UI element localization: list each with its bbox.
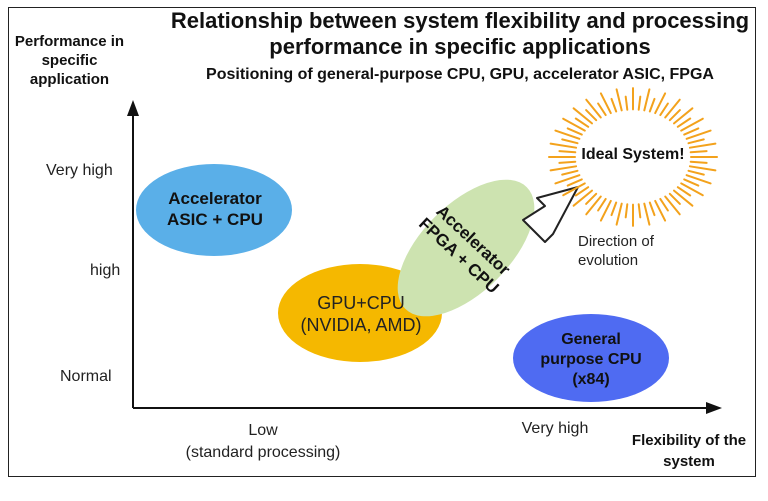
burst-ray: [685, 129, 712, 140]
burst-ray: [599, 199, 612, 222]
label-cpu: General purpose CPU (x84): [540, 331, 642, 388]
label-gpu: GPU+CPU (NVIDIA, AMD): [300, 293, 422, 335]
burst-ray: [654, 199, 667, 222]
burst-ray: [659, 102, 669, 117]
burst-ray: [574, 186, 590, 197]
burst-ray: [648, 97, 656, 113]
burst-ray: [687, 169, 705, 176]
burst-ray: [676, 117, 692, 128]
burst-ray: [599, 92, 612, 115]
burst-ray: [562, 117, 586, 132]
x-axis-label: Flexibility of the system: [631, 432, 747, 470]
burst-ray: [597, 102, 607, 117]
burst-ray: [558, 150, 577, 154]
ellipse-cpu: [513, 314, 669, 402]
y-axis-label: Performance in specific application: [14, 33, 125, 88]
burst-ray: [610, 97, 618, 113]
burst-ray: [687, 138, 705, 145]
burst-ray: [585, 195, 602, 216]
burst-ray: [664, 98, 681, 119]
burst-ray: [683, 127, 700, 136]
burst-ray: [574, 117, 590, 128]
x-axis-arrowhead: [706, 402, 722, 414]
burst-ray: [673, 107, 694, 125]
burst-ray: [664, 195, 681, 216]
burst-ray: [668, 192, 681, 205]
ideal-system-label: Ideal System!: [581, 146, 685, 163]
burst-ray: [689, 160, 708, 164]
burst-ray: [561, 138, 579, 145]
y-tick-very-high: Very high: [46, 162, 113, 179]
burst-ray: [585, 109, 598, 122]
burst-ray: [648, 201, 656, 217]
ellipse-fpga: [397, 179, 535, 317]
ellipse-asic: [136, 164, 292, 256]
burst-ray: [572, 189, 593, 207]
diagram-subtitle: Positioning of general-purpose CPU, GPU,…: [206, 66, 714, 83]
label-asic: Accelerator ASIC + CPU: [167, 189, 263, 229]
y-tick-normal: Normal: [60, 368, 112, 385]
burst-ray: [683, 178, 700, 187]
x-tick-low: Low (standard processing): [185, 422, 341, 461]
burst-ray: [549, 165, 578, 172]
burst-ray: [561, 169, 579, 176]
burst-ray: [585, 192, 598, 205]
burst-ray: [673, 189, 694, 207]
x-tick-very-high: Very high: [521, 420, 589, 437]
burst-ray: [654, 92, 667, 115]
burst-ray: [566, 127, 583, 136]
ideal-burst: [548, 87, 718, 227]
burst-ray: [554, 129, 581, 140]
burst-ray: [685, 174, 712, 185]
burst-ray: [689, 150, 708, 154]
burst-ray: [680, 182, 704, 197]
burst-ray: [615, 88, 623, 112]
burst-ray: [680, 117, 704, 132]
burst-ray: [566, 178, 583, 187]
burst-ray: [688, 165, 717, 172]
burst-ray: [554, 174, 581, 185]
burst-ray: [643, 88, 651, 112]
burst-ray: [637, 203, 642, 219]
burst-ray: [585, 98, 602, 119]
burst-ray: [637, 95, 642, 111]
burst-ray: [610, 201, 618, 217]
burst-ray: [676, 186, 692, 197]
burst-ray: [624, 203, 629, 219]
burst-ray: [597, 197, 607, 212]
burst-ray: [668, 109, 681, 122]
diagram-title: Relationship between system flexibility …: [170, 8, 750, 59]
burst-ray: [562, 182, 586, 197]
evolution-label: Direction of evolution: [578, 233, 654, 269]
burst-ray: [688, 142, 717, 149]
burst-ray: [558, 160, 577, 164]
y-tick-high: high: [90, 262, 121, 279]
burst-ray: [572, 107, 593, 125]
burst-ray: [624, 95, 629, 111]
burst-ray: [643, 202, 651, 226]
burst-ray: [615, 202, 623, 226]
y-axis-arrowhead: [127, 100, 139, 116]
burst-ray: [659, 197, 669, 212]
burst-ray: [549, 142, 578, 149]
